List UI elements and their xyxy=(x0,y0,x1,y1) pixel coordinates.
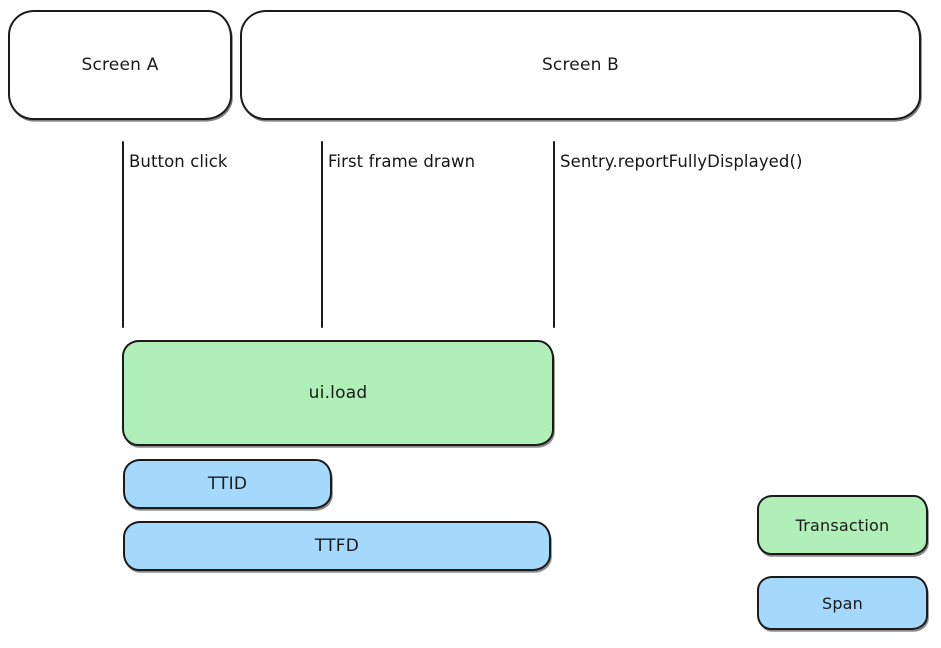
legend-transaction-label: Transaction xyxy=(795,515,890,535)
legend-item-span[interactable]: Span xyxy=(757,576,928,630)
marker-line-button-click xyxy=(122,141,124,328)
marker-label-report-fully-displayed: Sentry.reportFullyDisplayed() xyxy=(560,152,803,171)
bar-ttfd-label: TTFD xyxy=(314,536,360,556)
screen-b-label: Screen B xyxy=(541,55,620,75)
marker-label-first-frame-drawn: First frame drawn xyxy=(328,152,476,171)
marker-label-button-click: Button click xyxy=(129,152,228,171)
bar-ttid-label: TTID xyxy=(207,474,248,494)
marker-line-report-fully-displayed xyxy=(553,141,555,328)
bar-ttfd[interactable]: TTFD xyxy=(123,521,551,571)
marker-line-first-frame-drawn xyxy=(321,141,323,328)
legend-span-label: Span xyxy=(821,593,864,613)
bar-ui-load-label: ui.load xyxy=(308,383,368,403)
screen-a-label: Screen A xyxy=(81,55,159,75)
legend-item-transaction[interactable]: Transaction xyxy=(757,495,928,555)
bar-ui-load[interactable]: ui.load xyxy=(122,340,554,446)
screen-a-box[interactable]: Screen A xyxy=(8,10,232,120)
screen-b-box[interactable]: Screen B xyxy=(240,10,921,120)
bar-ttid[interactable]: TTID xyxy=(123,459,332,509)
